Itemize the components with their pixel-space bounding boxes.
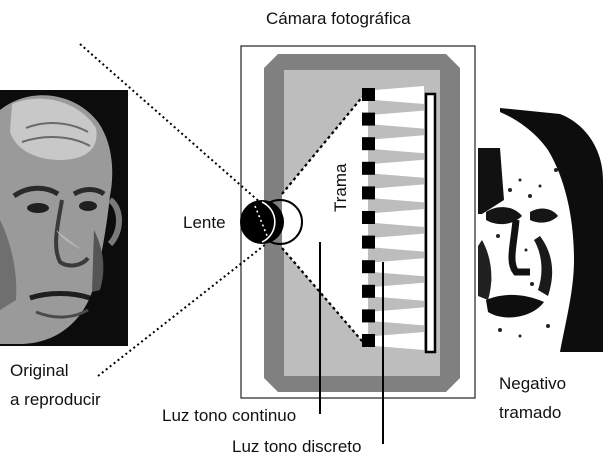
original-photo-image xyxy=(0,90,128,346)
screen-dot xyxy=(362,186,375,199)
screen-dot xyxy=(362,88,375,101)
screen-dot xyxy=(362,260,375,273)
original-label-line2: a reproducir xyxy=(10,390,101,409)
lens-icon xyxy=(240,200,302,244)
screen-dot xyxy=(362,211,375,224)
screen-dot xyxy=(362,236,375,249)
original-label-line1: Original xyxy=(10,361,69,380)
lens-label: Lente xyxy=(183,213,226,232)
camera-label: Cámara fotográfica xyxy=(266,9,411,28)
film-plate xyxy=(426,94,435,352)
screen-dot xyxy=(362,309,375,322)
screen-label: Trama xyxy=(331,163,350,212)
negative-label-line1: Negativo xyxy=(499,374,566,393)
screen-dot xyxy=(362,334,375,347)
continuous-light-label: Luz tono continuo xyxy=(162,406,296,425)
screen-dot xyxy=(362,162,375,175)
screen-dot xyxy=(362,137,375,150)
discrete-light-label: Luz tono discreto xyxy=(232,437,361,456)
negative-label-line2: tramado xyxy=(499,403,561,422)
negative-image xyxy=(478,108,603,352)
screen-dot xyxy=(362,285,375,298)
screen-dot xyxy=(362,113,375,126)
halftone-screen xyxy=(362,86,424,350)
